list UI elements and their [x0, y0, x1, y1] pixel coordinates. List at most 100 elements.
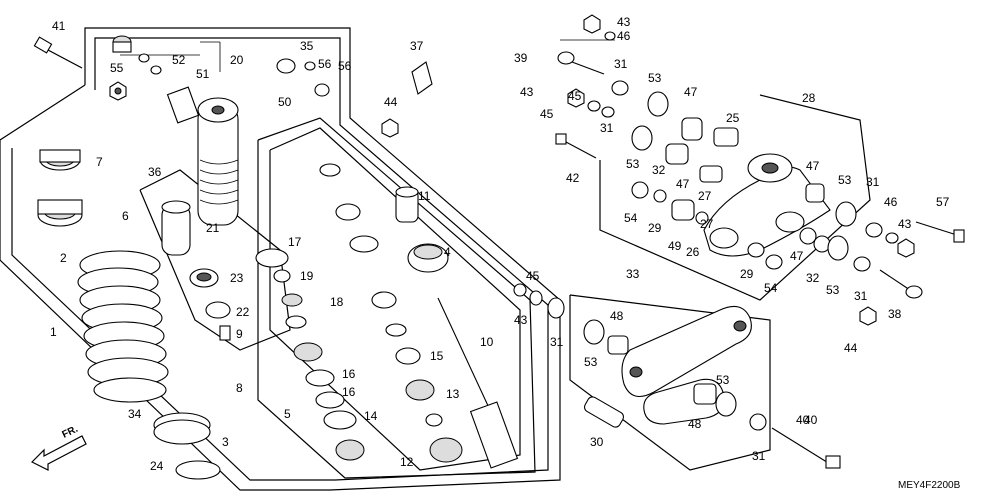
part-number-40: 40 [796, 413, 810, 427]
bump-rubber-21 [161, 200, 191, 256]
part-number-48-repeat: 48 [688, 417, 702, 431]
part-number-55: 55 [110, 61, 124, 75]
part-number-21: 21 [206, 221, 220, 235]
part-number-37: 37 [410, 39, 424, 53]
part-number-31-repeat: 31 [854, 289, 868, 303]
part-number-43: 43 [617, 15, 631, 29]
part-number-33: 33 [626, 267, 640, 281]
part-number-56: 56 [318, 57, 332, 71]
part-number-53-repeat: 53 [826, 283, 840, 297]
part-number-12: 12 [400, 455, 414, 469]
part-number-53-repeat: 53 [716, 373, 730, 387]
part-number-20: 20 [230, 53, 244, 67]
cap-50 [276, 58, 330, 97]
part-number-26: 26 [686, 245, 700, 259]
part-number-16: 16 [342, 367, 356, 381]
part-number-27: 27 [698, 189, 712, 203]
part-number-41: 41 [52, 19, 66, 33]
washer-19 [273, 269, 291, 283]
connecting-rod-33 [621, 305, 752, 425]
part-number-42: 42 [566, 171, 580, 185]
bolt-38 [879, 269, 923, 299]
collar-9 [219, 325, 231, 341]
part-number-35: 35 [300, 39, 314, 53]
circlip-24 [175, 460, 221, 480]
part-number-14: 14 [364, 409, 378, 423]
part-number-31: 31 [614, 57, 628, 71]
part-number-34: 34 [128, 407, 142, 421]
part-number-22: 22 [236, 305, 250, 319]
link-parts [513, 283, 767, 431]
part-number-31-repeat: 31 [752, 449, 766, 463]
adjuster-nut-6 [37, 199, 83, 227]
bolt-42 [555, 133, 597, 159]
part-number-30: 30 [590, 435, 604, 449]
part-number-46-repeat: 46 [884, 195, 898, 209]
o-ring-17 [255, 248, 289, 268]
part-number-10: 10 [480, 335, 494, 349]
bearing-32 [665, 117, 739, 183]
nut-43-mid [567, 88, 615, 118]
part-number-3: 3 [222, 435, 229, 449]
bladder-11 [395, 186, 419, 223]
stopper-34 [153, 412, 211, 445]
part-number-19: 19 [300, 269, 314, 283]
nut-55 [109, 81, 127, 101]
diagram-code: MEY4F2200B [898, 480, 961, 491]
part-number-47-repeat: 47 [676, 177, 690, 191]
part-number-31-repeat: 31 [550, 335, 564, 349]
part-number-52: 52 [172, 53, 186, 67]
damper-body-36 [166, 86, 239, 226]
part-number-53: 53 [648, 71, 662, 85]
part-number-47: 47 [684, 85, 698, 99]
part-number-15: 15 [430, 349, 444, 363]
part-number-54: 54 [624, 211, 638, 225]
bolt-57 [915, 221, 965, 243]
part-number-39: 39 [514, 51, 528, 65]
shock-group-outline [0, 27, 561, 491]
part-number-50: 50 [278, 95, 292, 109]
part-number-13: 13 [446, 387, 460, 401]
damper-rod-10 [437, 297, 519, 469]
part-number-43-repeat: 43 [514, 313, 528, 327]
reservoir-parts [319, 163, 463, 463]
part-number-25: 25 [726, 111, 740, 125]
part-number-49: 49 [668, 239, 682, 253]
part-number-47-repeat: 47 [806, 159, 820, 173]
part-number-1: 1 [50, 325, 57, 339]
part-number-32-repeat: 32 [806, 271, 820, 285]
part-number-18: 18 [330, 295, 344, 309]
piston-set-14 [281, 293, 365, 461]
part-number-40-repeat: 40 [804, 413, 818, 427]
part-number-17: 17 [288, 235, 302, 249]
part-number-45-repeat: 45 [526, 269, 540, 283]
nut-44-low [859, 306, 877, 326]
part-number-9: 9 [236, 327, 243, 341]
front-direction-arrow: FR. [30, 424, 87, 471]
part-number-27-repeat: 27 [700, 217, 714, 231]
part-number-51: 51 [196, 67, 210, 81]
bolt-41 [33, 36, 83, 69]
lock-nut-7 [39, 149, 81, 171]
part-number-53-repeat: 53 [626, 157, 640, 171]
lower-parts [631, 181, 871, 272]
part-number-11: 11 [418, 189, 431, 203]
part-number-23: 23 [230, 271, 244, 285]
nut-44-top [381, 118, 399, 138]
part-number-8: 8 [236, 381, 243, 395]
washer-31 [611, 80, 629, 96]
part-number-45: 45 [540, 107, 554, 121]
part-number-29-repeat: 29 [740, 267, 754, 281]
nut-43-top [583, 14, 616, 41]
part-number-29: 29 [648, 221, 662, 235]
cap-4 [407, 243, 449, 273]
part-number-43-repeat: 43 [898, 217, 912, 231]
bushing-23 [189, 268, 219, 288]
circlip-22 [205, 301, 231, 319]
part-number-2: 2 [60, 251, 67, 265]
part-number-4: 4 [444, 245, 451, 259]
part-number-32: 32 [652, 163, 666, 177]
label-37 [411, 61, 433, 95]
